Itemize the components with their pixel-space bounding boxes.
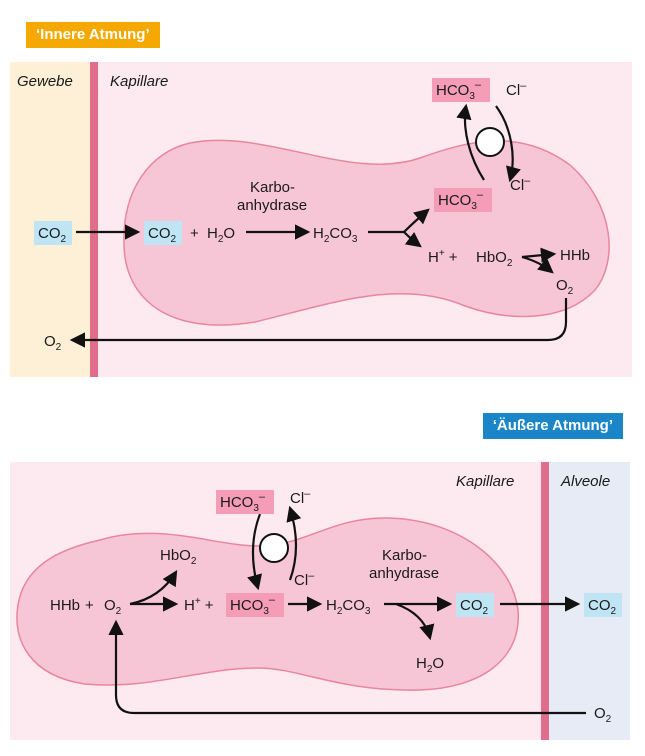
h2o-top: H2O — [207, 225, 235, 245]
h2o-bottom: H2O — [416, 655, 444, 675]
hbo2-bottom: HbO2 — [160, 547, 197, 567]
capillary-membrane-top — [90, 62, 98, 377]
o2-alveole: O2 — [594, 705, 612, 725]
hco3-box-cell-bottom — [226, 593, 284, 617]
co2-alveole: CO2 — [588, 597, 617, 617]
arrow-to-hbo2-bottom — [129, 570, 178, 606]
hplus-bottom: H++ — [184, 596, 214, 614]
label-gewebe: Gewebe — [17, 73, 73, 90]
karbo-label-top: Karbo- — [250, 179, 295, 196]
aeussere-atmung-badge: ‘Äußere Atmung’ — [482, 413, 623, 439]
co2-cell-bottom: CO2 — [460, 597, 489, 617]
o2-cell-bottom: O2 — [104, 597, 122, 617]
o2-cell-top: O2 — [556, 277, 574, 297]
arrow-to-hco3-top — [403, 208, 430, 233]
arrow-o2-to-tissue — [69, 298, 568, 348]
hco3-cell-bottom: HCO3– — [230, 594, 276, 617]
plus-1: + — [190, 225, 199, 242]
arrow-cl-in-top — [495, 105, 521, 183]
o2-tissue: O2 — [44, 333, 62, 353]
cl-plasma-bottom: Cl– — [290, 488, 311, 507]
anion-exchanger-top — [475, 127, 505, 157]
anion-exchanger-bottom — [259, 533, 289, 563]
co2-cell: CO2 — [148, 225, 177, 245]
alveolar-membrane — [541, 462, 549, 740]
co2-tissue: CO2 — [38, 225, 67, 245]
cl-cell-top: Cl– — [510, 175, 531, 194]
karbo-label-bottom: Karbo- — [382, 547, 427, 564]
label-alveole: Alveole — [560, 473, 610, 490]
arrow-to-hhb-top — [521, 247, 557, 263]
arrow-to-hplus-top — [403, 231, 422, 248]
cl-plasma-top: Cl– — [506, 80, 527, 99]
h2co3-bottom: H2CO3 — [326, 597, 371, 617]
anhydrase-label-top: anhydrase — [237, 197, 307, 214]
hco3-box-plasma-top — [432, 78, 490, 102]
co2-box-cell-bottom — [456, 593, 494, 617]
innere-atmung-badge: ‘Innere Atmung’ — [26, 22, 160, 48]
hplus-top: H++ — [428, 248, 458, 266]
gewebe-region — [10, 62, 92, 377]
arrow-hco3-in-bottom — [247, 513, 262, 591]
hco3-plasma-top: HCO3– — [436, 79, 482, 102]
hco3-cell-top: HCO3– — [438, 189, 484, 212]
hco3-box-plasma-bottom — [216, 490, 274, 514]
co2-box-cell — [144, 221, 182, 245]
arrow-to-o2-release — [521, 255, 554, 274]
h2co3-top: H2CO3 — [313, 225, 358, 245]
hco3-box-cell-top — [434, 188, 492, 212]
arrow-to-h2o-bottom — [395, 602, 435, 641]
co2-box-tissue — [34, 221, 72, 245]
label-kapillare-bottom: Kapillare — [456, 473, 514, 490]
hbo2-top: HbO2 — [476, 249, 513, 269]
arrow-o2-into-cell — [108, 619, 586, 715]
hco3-plasma-bottom: HCO3– — [220, 491, 266, 514]
arrow-hco3-out-top — [456, 103, 485, 181]
hhb-top: HHb — [560, 247, 590, 264]
anhydrase-label-bottom: anhydrase — [369, 565, 439, 582]
co2-box-alveole — [584, 593, 622, 617]
hhb-bottom: HHb+ — [50, 597, 94, 614]
red-blood-cell-top — [123, 139, 610, 326]
arrow-cl-out-bottom — [286, 505, 302, 581]
label-kapillare-top: Kapillare — [110, 73, 168, 90]
cl-cell-bottom: Cl– — [294, 570, 315, 589]
